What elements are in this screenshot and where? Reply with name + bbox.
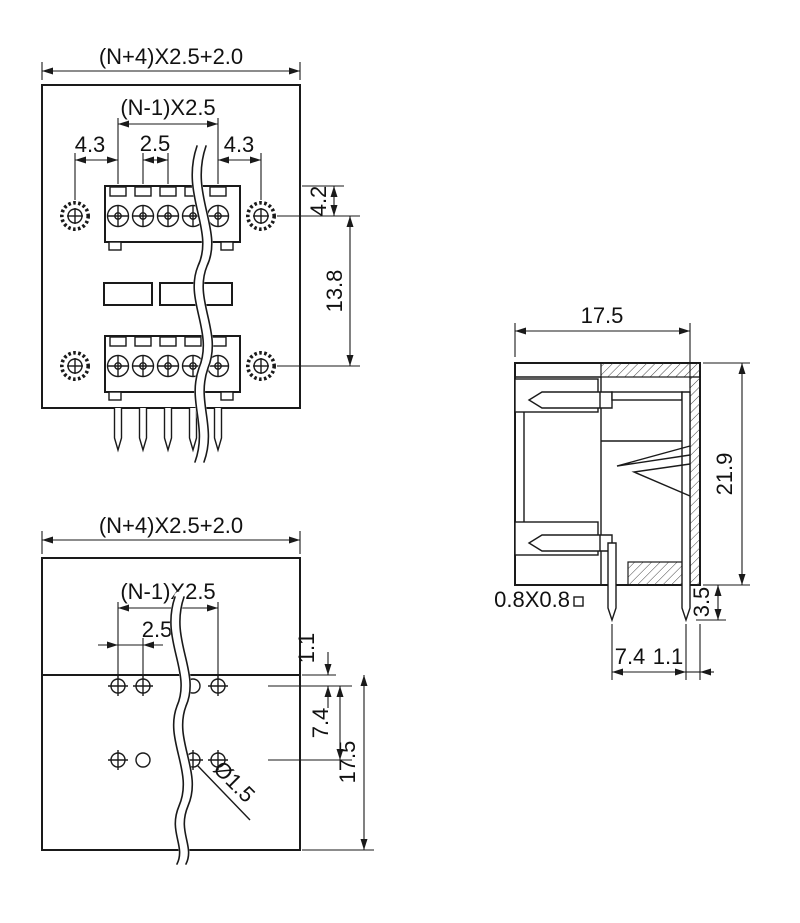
side-pin-section-label: 0.8X0.8 [494, 587, 570, 612]
drill-hole-cross [208, 750, 228, 770]
dim-footprint-overall-depth: 17.5 [302, 675, 374, 851]
front-end-right-label: 4.3 [224, 132, 255, 157]
drill-hole-cross [108, 750, 128, 770]
footprint-pitch-label: 2.5 [142, 617, 173, 642]
terminal-screw [131, 204, 155, 228]
dim-side-height: 21.9 [703, 362, 750, 586]
terminal-screw [156, 354, 180, 378]
front-pitch-label: 2.5 [140, 131, 171, 156]
side-pin-protrusion-label: 3.5 [689, 587, 714, 618]
footprint-row-spacing-label: 7.4 [308, 708, 333, 739]
front-overall-width-label: (N+4)X2.5+2.0 [99, 44, 243, 69]
dim-side-pin-protrusion: 3.5 [689, 585, 726, 621]
front-row-spacing-label: 13.8 [322, 270, 347, 313]
terminal-screw [156, 204, 180, 228]
front-top-offset-label: 4.2 [306, 186, 331, 217]
hatch-right-strip [689, 376, 701, 586]
footprint-pitch-total-label: (N-1)X2.5 [120, 579, 215, 604]
dim-front-pitch: 2.5 [140, 131, 171, 184]
hatch-bottom-strip [627, 561, 691, 586]
solder-pin-left [607, 542, 617, 623]
solder-pin [163, 408, 173, 453]
wire-port-top [514, 378, 613, 413]
solder-pin [213, 408, 223, 453]
side-depth-label: 17.5 [581, 303, 624, 328]
dim-side-depth: 17.5 [514, 303, 691, 388]
mounting-hole [246, 201, 277, 232]
solder-pin-right [681, 391, 691, 623]
contact-blade-top [527, 391, 613, 409]
dim-front-pitch-total: (N-1)X2.5 [117, 95, 219, 184]
break-line-footprint [169, 591, 194, 870]
solder-pin [188, 408, 198, 453]
footprint-edge-to-row-label: 1.1 [294, 633, 319, 664]
clamp-spring [616, 445, 691, 497]
dim-front-end-left: 4.3 [74, 132, 118, 200]
dim-footprint-pitch-total: (N-1)X2.5 [117, 579, 219, 678]
mounting-hole [59, 350, 90, 381]
contact-lead-top [611, 391, 683, 401]
terminal-screws-row2 [106, 354, 230, 378]
dim-front-end-right: 4.3 [218, 132, 262, 200]
dim-footprint-overall-width: (N+4)X2.5+2.0 [41, 513, 301, 554]
wire-port-bottom [514, 521, 613, 556]
terminal-screws-row1 [106, 204, 230, 228]
side-view: 0.8X0.8 17.5 21.9 3.5 7. [494, 303, 750, 680]
terminal-screw [106, 204, 130, 228]
drill-holes-row1 [108, 676, 228, 696]
dim-front-row-spacing: 13.8 [277, 216, 360, 367]
terminal-screw [206, 354, 230, 378]
footprint-overall-width-label: (N+4)X2.5+2.0 [99, 513, 243, 538]
side-height-label: 21.9 [712, 453, 737, 496]
solder-pin [138, 408, 148, 453]
mounting-hole [59, 201, 90, 232]
mounting-hole [246, 350, 277, 381]
break-line-front [191, 140, 214, 468]
dim-side-pin-to-pin: 7.4 [611, 624, 701, 680]
solder-pin [113, 408, 123, 453]
front-view: (N+4)X2.5+2.0 (N-1)X2.5 4.3 2.5 4.3 [41, 44, 360, 468]
drill-hole-cross [208, 676, 228, 696]
dim-front-top-offset: 4.2 [277, 185, 360, 217]
dim-side-pin-to-edge: 1.1 [653, 644, 714, 676]
square-section-symbol [573, 596, 584, 607]
terminal-screw [206, 204, 230, 228]
front-end-left-label: 4.3 [75, 132, 106, 157]
drill-hole-cross [108, 676, 128, 696]
pin-section-callout: 0.8X0.8 [494, 587, 584, 612]
terminal-screw [106, 354, 130, 378]
hatch-top-strip [600, 362, 701, 378]
solder-pins-front [113, 408, 223, 453]
footprint-overall-depth-label: 17.5 [335, 741, 360, 784]
dim-footprint-pitch: 2.5 [98, 617, 172, 678]
drill-hole-plain [135, 752, 151, 768]
side-pin-to-pin-label: 7.4 [615, 644, 646, 669]
footprint-view: (N+4)X2.5+2.0 (N-1)X2.5 2.5 [41, 513, 374, 870]
front-pitch-total-label: (N-1)X2.5 [120, 95, 215, 120]
terminal-screw [131, 354, 155, 378]
side-pin-to-edge-label: 1.1 [653, 644, 684, 669]
dim-footprint-row-spacing: 7.4 [268, 686, 352, 761]
drill-hole-cross [133, 676, 153, 696]
dim-front-overall-width: (N+4)X2.5+2.0 [41, 44, 301, 80]
